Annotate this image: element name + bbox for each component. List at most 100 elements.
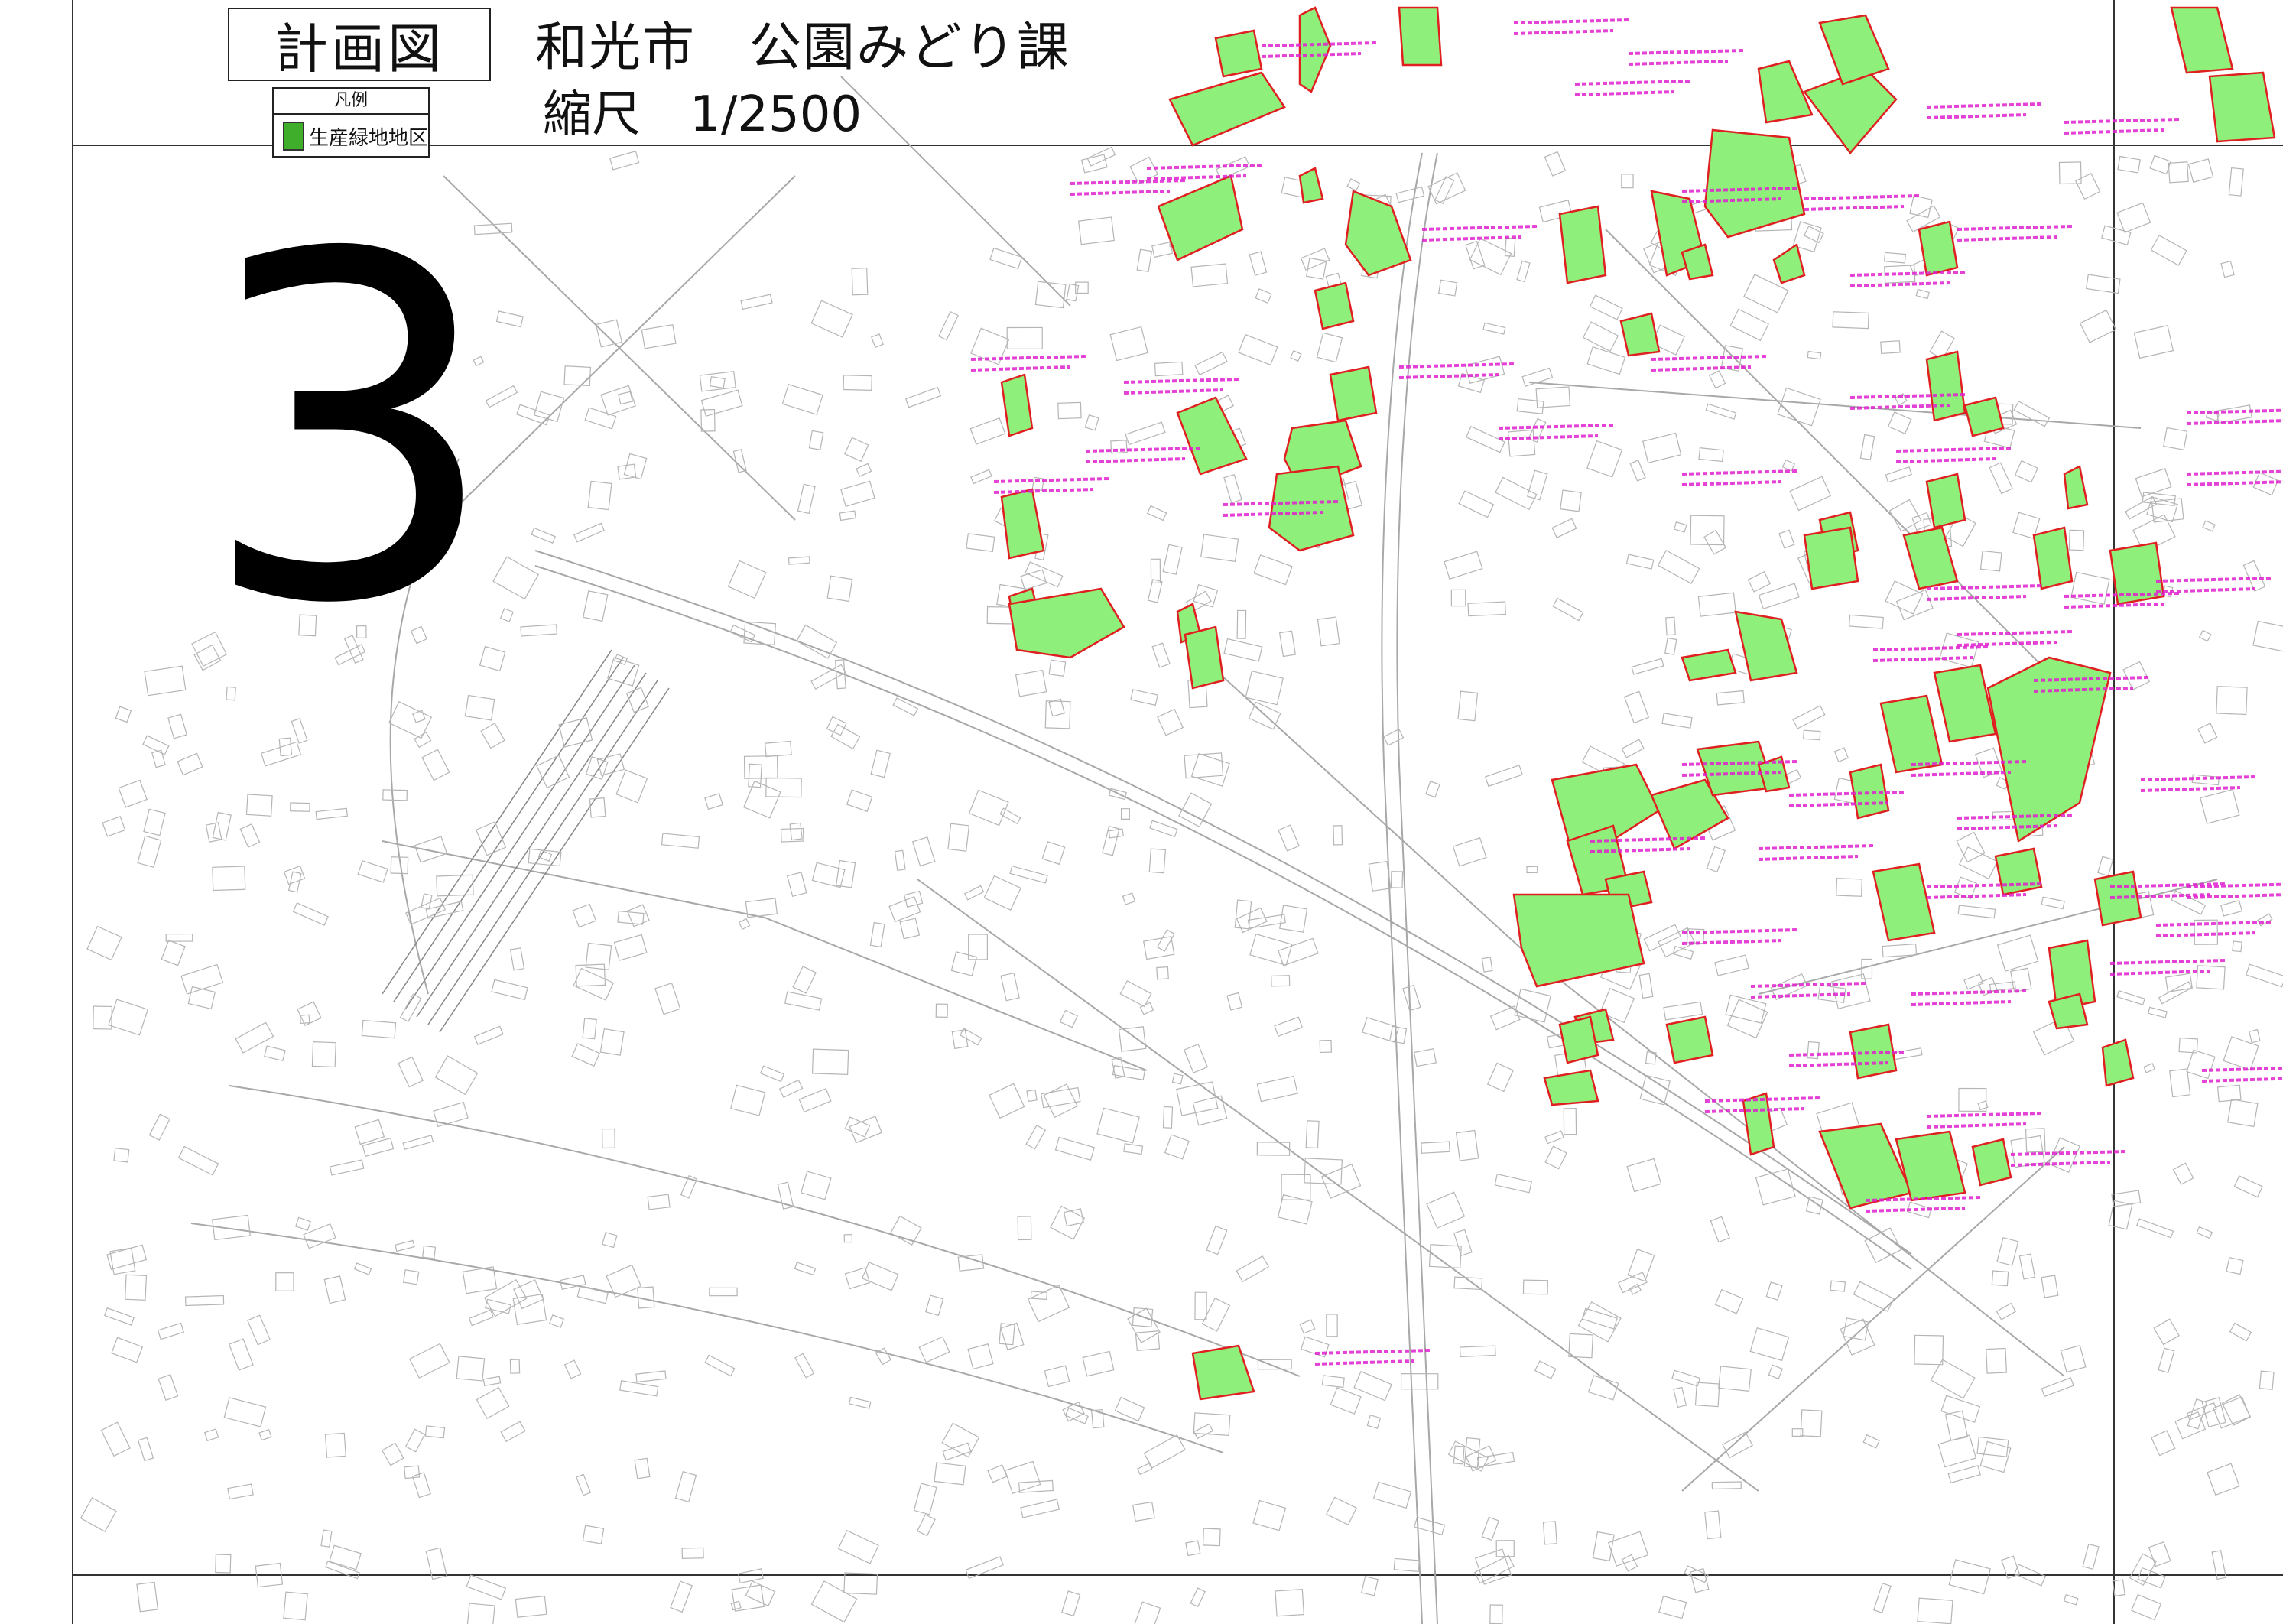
building-footprint <box>1236 1255 1270 1283</box>
green-district-parcel[interactable] <box>1872 862 1936 942</box>
building-footprint <box>889 1215 922 1246</box>
building-footprint <box>1629 1283 1642 1295</box>
building-footprint <box>1698 447 1724 463</box>
green-district-parcel[interactable] <box>1703 128 1806 239</box>
building-footprint <box>1755 1168 1796 1206</box>
green-district-parcel[interactable] <box>1543 1069 1599 1106</box>
green-district-parcel[interactable] <box>1734 610 1798 682</box>
green-district-parcel[interactable] <box>1933 664 1997 743</box>
building-footprint <box>731 1584 765 1612</box>
green-district-parcel[interactable] <box>1512 893 1645 988</box>
green-district-parcel[interactable] <box>1803 526 1859 590</box>
green-district-parcel[interactable] <box>1000 488 1045 560</box>
building-footprint <box>2101 225 2132 245</box>
building-footprint <box>559 1275 586 1291</box>
building-footprint <box>1534 1360 1557 1379</box>
green-district-parcel[interactable] <box>1994 847 2043 896</box>
building-footprint <box>810 664 846 690</box>
green-district-parcel[interactable] <box>1918 220 1959 277</box>
green-district-parcel[interactable] <box>1268 465 1355 552</box>
green-district-parcel[interactable] <box>2063 465 2089 510</box>
productive-green-districts[interactable] <box>1000 6 2276 1401</box>
building-footprint <box>1453 1229 1473 1256</box>
green-district-parcel[interactable] <box>1818 14 1890 86</box>
green-district-parcel[interactable] <box>1757 755 1791 793</box>
green-district-parcel[interactable] <box>1925 350 1966 422</box>
building-footprint <box>1193 583 1219 608</box>
green-district-parcel[interactable] <box>2032 526 2074 590</box>
green-district-parcel[interactable] <box>1184 625 1225 690</box>
green-district-parcel[interactable] <box>1008 587 1125 659</box>
district-label-mark <box>1513 18 1629 35</box>
green-district-parcel[interactable] <box>1971 1138 2012 1187</box>
building-footprint <box>382 789 408 801</box>
building-footprint <box>1457 372 1486 394</box>
green-district-parcel[interactable] <box>1000 373 1034 437</box>
green-district-parcel[interactable] <box>1344 190 1412 277</box>
building-footprint <box>1193 1423 1213 1440</box>
building-footprint <box>462 1266 498 1294</box>
green-district-parcel[interactable] <box>2208 71 2276 143</box>
building-footprint <box>2122 661 2151 690</box>
building-footprint <box>1663 1001 1703 1021</box>
building-footprint <box>843 1234 853 1243</box>
green-district-parcel[interactable] <box>1902 526 1959 590</box>
building-footprint <box>1190 263 1229 287</box>
green-district-parcel[interactable] <box>1558 1015 1599 1064</box>
building-footprint <box>1690 515 1725 546</box>
building-footprint <box>245 794 273 817</box>
green-district-parcel[interactable] <box>1314 281 1355 330</box>
green-district-parcel[interactable] <box>1157 174 1244 261</box>
green-district-parcel[interactable] <box>1895 1130 1966 1202</box>
green-district-parcel[interactable] <box>2048 992 2089 1030</box>
green-district-parcel[interactable] <box>1558 205 1607 284</box>
green-district-parcel[interactable] <box>1214 29 1263 78</box>
green-district-parcel[interactable] <box>1168 71 1286 147</box>
green-district-parcel[interactable] <box>1681 243 1714 281</box>
building-footprint <box>534 391 565 423</box>
green-district-parcel[interactable] <box>2170 6 2234 74</box>
green-district-parcel[interactable] <box>1772 242 1806 284</box>
green-district-parcel[interactable] <box>1925 473 1966 529</box>
building-footprint <box>264 1045 286 1062</box>
building-footprint <box>398 1056 424 1088</box>
green-district-parcel[interactable] <box>1757 60 1814 124</box>
building-footprint <box>843 1572 878 1595</box>
green-district-parcel[interactable] <box>2109 541 2165 606</box>
green-district-parcel[interactable] <box>1650 778 1729 850</box>
building-footprint <box>191 631 228 667</box>
building-footprint <box>870 749 891 778</box>
building-footprint <box>1389 1025 1408 1044</box>
green-district-parcel[interactable] <box>1665 1015 1714 1064</box>
building-footprint <box>1252 1499 1287 1531</box>
green-district-parcel[interactable] <box>1963 396 2005 437</box>
green-district-parcel[interactable] <box>2048 939 2096 1011</box>
building-footprint <box>1249 251 1268 276</box>
green-district-parcel[interactable] <box>1329 365 1378 422</box>
green-district-parcel[interactable] <box>1681 648 1737 682</box>
green-district-parcel[interactable] <box>1619 312 1661 357</box>
building-footprint <box>1333 825 1343 846</box>
building-footprint <box>730 1084 766 1116</box>
building-footprint <box>1778 529 1795 549</box>
building-footprint <box>516 404 550 426</box>
green-district-parcel[interactable] <box>1298 167 1324 204</box>
building-footprint <box>1257 1359 1292 1370</box>
green-district-parcel[interactable] <box>1398 6 1443 67</box>
building-footprint <box>1017 1216 1032 1241</box>
green-district-parcel[interactable] <box>1879 694 1944 774</box>
green-district-parcel[interactable] <box>1176 396 1248 476</box>
green-district-parcel[interactable] <box>1298 6 1332 93</box>
building-footprint <box>2048 1137 2080 1173</box>
building-footprint <box>1185 1540 1201 1557</box>
building-footprint <box>968 789 1009 827</box>
green-district-parcel[interactable] <box>1742 1092 1775 1156</box>
building-footprint <box>1568 1333 1593 1359</box>
building-footprint <box>941 1422 980 1458</box>
building-footprint <box>2233 1175 2263 1198</box>
green-district-parcel[interactable] <box>2101 1038 2135 1087</box>
building-footprint <box>1621 739 1645 758</box>
green-district-parcel[interactable] <box>1986 656 2112 843</box>
green-district-parcel[interactable] <box>1191 1344 1255 1401</box>
